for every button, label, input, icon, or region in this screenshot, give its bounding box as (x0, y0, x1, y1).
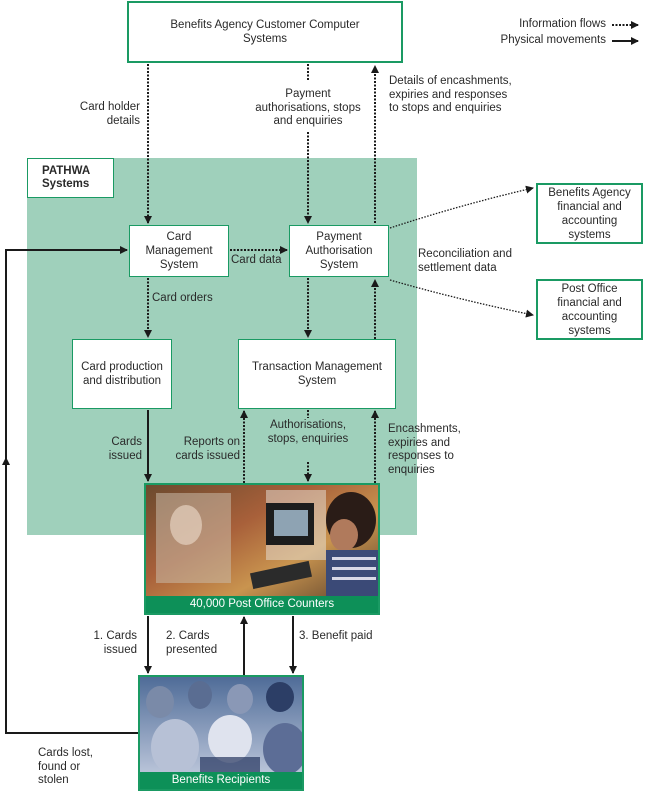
transaction-management-system-box[interactable]: Transaction Management System (238, 339, 396, 409)
label-card-data: Card data (231, 254, 282, 266)
payment-authorisation-system-label: Payment Authorisation System (305, 231, 373, 271)
label-encashments-expiries: Encashments, expiries and responses to e… (388, 423, 461, 476)
arrow-cards-lost-loop (5, 246, 138, 734)
transaction-management-system-label: Transaction Management System (252, 361, 382, 387)
pathwa-systems-label-box: PATHWA Systems (27, 158, 114, 198)
legend-physical-movements: Physical movements (500, 34, 606, 46)
label-payment-auth-stops: Payment authorisations, stops and enquir… (255, 88, 361, 127)
ba-financial-systems-label: Benefits Agency financial and accounting… (548, 186, 631, 241)
label-step3: 3. Benefit paid (299, 630, 373, 642)
benefits-recipients-panel[interactable]: Benefits Recipients (138, 675, 304, 791)
label-cards-lost: Cards lost, found or stolen (38, 747, 93, 786)
card-production-box[interactable]: Card production and distribution (72, 339, 172, 409)
post-office-counter-photo (146, 485, 378, 613)
post-office-counters-panel[interactable]: 40,000 Post Office Counters (144, 483, 380, 615)
ba-customer-systems-box[interactable]: Benefits Agency Customer Computer System… (127, 1, 403, 63)
card-management-system-label: Card Management System (145, 231, 213, 271)
label-reports-on-cards: Reports on cards issued (175, 436, 240, 462)
po-financial-systems-label: Post Office financial and accounting sys… (557, 282, 622, 337)
label-step2: 2. Cards presented (166, 630, 218, 656)
arrow-to-ba-financial (389, 185, 534, 229)
card-management-system-box[interactable]: Card Management System (129, 225, 229, 277)
label-details-encashments: Details of encashments, expiries and res… (389, 75, 512, 114)
label-step1: 1. Cards issued (93, 630, 137, 656)
benefits-recipients-caption: Benefits Recipients (140, 772, 302, 789)
crowd-photo (140, 677, 302, 789)
card-production-label: Card production and distribution (81, 361, 163, 387)
ba-customer-systems-label: Benefits Agency Customer Computer System… (170, 19, 360, 45)
label-auth-stops-enquiries: Authorisations, stops, enquiries (267, 419, 349, 445)
po-financial-systems-box[interactable]: Post Office financial and accounting sys… (536, 279, 643, 340)
arrow-to-po-financial (389, 279, 534, 318)
pathwa-systems-label: PATHWA Systems (42, 165, 90, 190)
label-card-orders: Card orders (152, 292, 213, 304)
payment-authorisation-system-box[interactable]: Payment Authorisation System (289, 225, 389, 277)
label-reconciliation: Reconciliation and settlement data (418, 248, 512, 274)
legend-information-flows: Information flows (519, 18, 606, 30)
ba-financial-systems-box[interactable]: Benefits Agency financial and accounting… (536, 183, 643, 244)
label-card-holder-details: Card holder details (79, 101, 140, 127)
label-cards-issued: Cards issued (108, 436, 142, 462)
post-office-counters-caption: 40,000 Post Office Counters (146, 596, 378, 613)
